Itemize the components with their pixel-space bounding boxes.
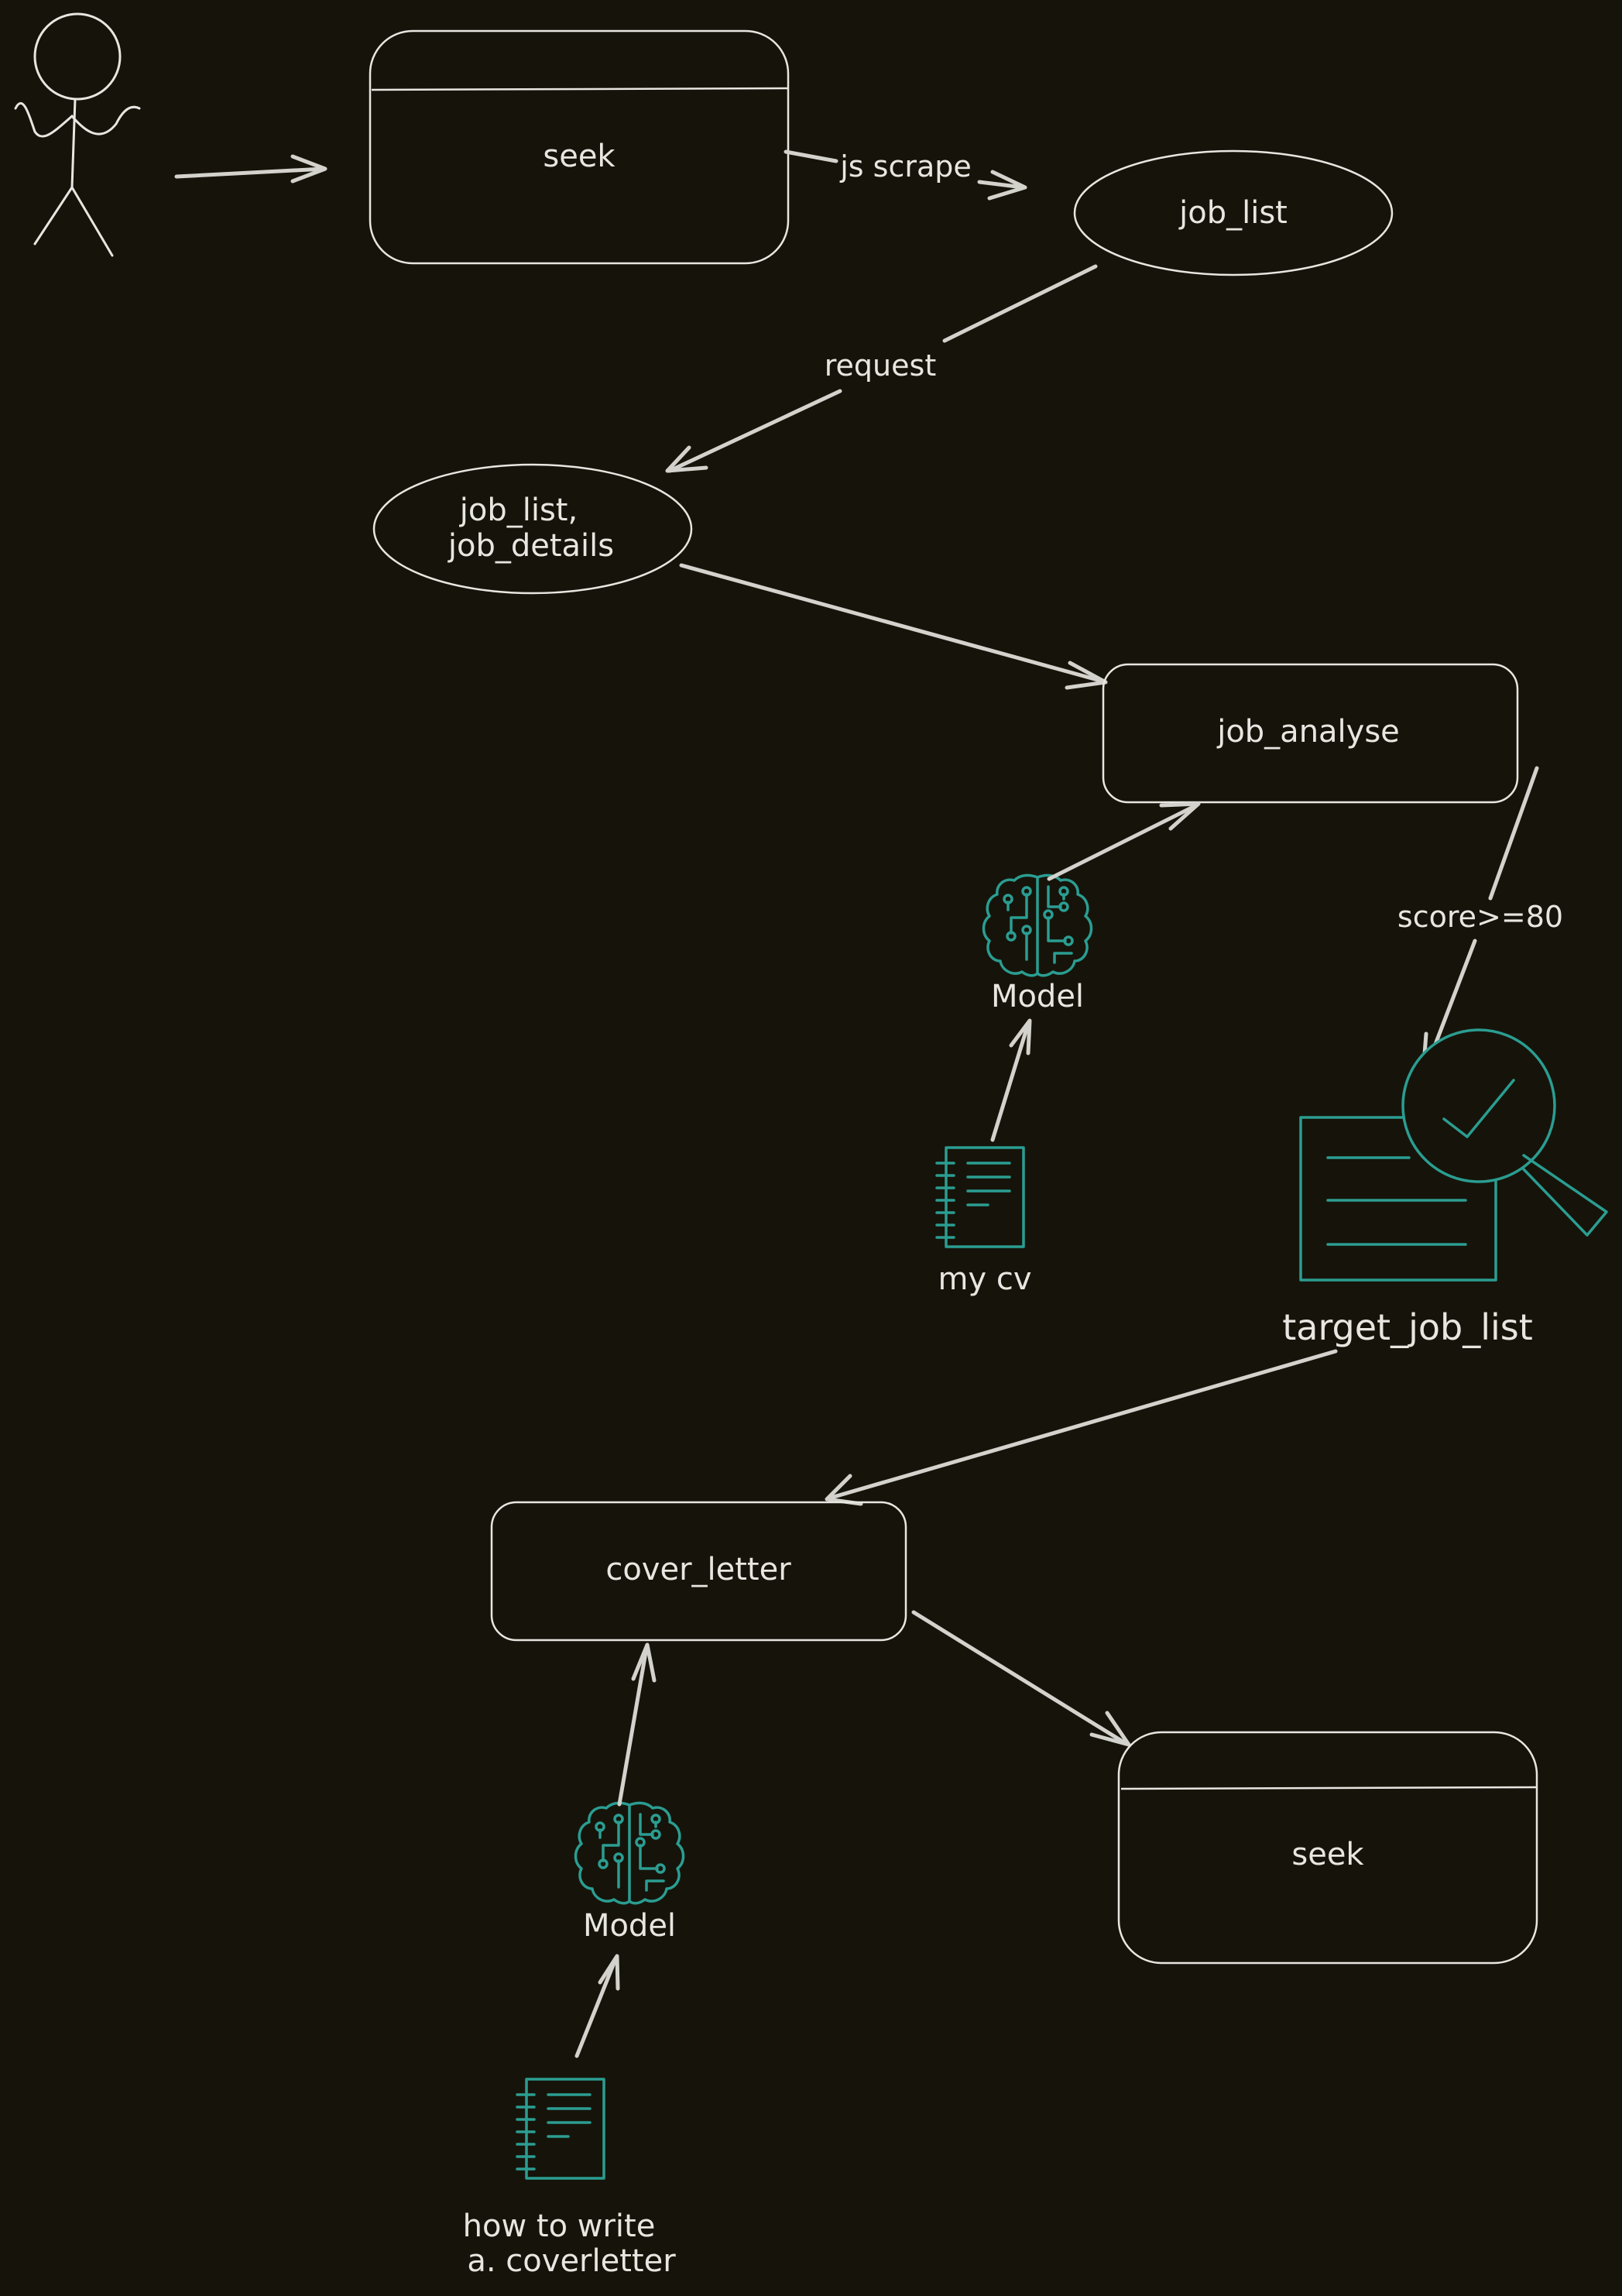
job-analyse-node: job_analyse [1102,663,1519,804]
cover-letter-node: cover_letter [490,1501,907,1642]
score-label: score>=80 [1397,900,1563,934]
job-list-details-node: job_list, job_details [372,463,693,595]
how-to-write: how to write a. coverletter [463,2078,676,2279]
stick-figure-icon [14,12,141,257]
edge-request: request [665,264,1098,473]
edge-user-to-seek [174,154,327,184]
edge-js-scrape: js scrape [784,149,1027,201]
document-icon [516,2078,605,2180]
job-list-details-line1: job_list, [459,492,578,528]
edge-cover-to-seek [911,1610,1131,1747]
seek-top-label: seek [543,139,616,174]
edge-cv-to-model [990,1018,1032,1142]
job-list-node: job_list [1073,149,1394,276]
edge-model-to-cover [617,1642,657,1807]
job-list-label: job_list [1178,195,1288,231]
edge-details-to-analyse [679,563,1108,690]
edge-model-to-analyse [1047,801,1201,881]
seek-bottom-label: seek [1291,1837,1364,1872]
document-icon [935,1146,1025,1248]
edge-score: score>=80 [1397,766,1563,1077]
model-top: Model [982,873,1093,1014]
job-list-details-line2: job_details [448,528,614,564]
js-scrape-label: js scrape [839,149,972,184]
brain-circuit-icon [982,873,1093,977]
model-bottom: Model [574,1801,685,1944]
brain-circuit-icon [574,1801,685,1905]
cover-letter-label: cover_letter [605,1552,791,1587]
edge-target-to-cover [825,1349,1338,1506]
how-to-line2: a. coverletter [467,2243,676,2279]
my-cv-label: my cv [938,1261,1031,1297]
job-analyse-label: job_analyse [1216,714,1400,750]
search-check-icon [1299,1028,1608,1282]
target-job-list: target_job_list [1282,1028,1608,1348]
model-top-label: Model [991,979,1084,1014]
how-to-line1: how to write [463,2208,656,2244]
seek-node-top: seek [369,29,790,265]
seek-node-bottom: seek [1117,1731,1538,1965]
edge-doc-to-model [574,1954,620,2058]
model-bottom-label: Model [583,1908,676,1944]
my-cv: my cv [935,1146,1032,1297]
request-label: request [825,348,936,383]
target-job-list-label: target_job_list [1282,1306,1533,1348]
